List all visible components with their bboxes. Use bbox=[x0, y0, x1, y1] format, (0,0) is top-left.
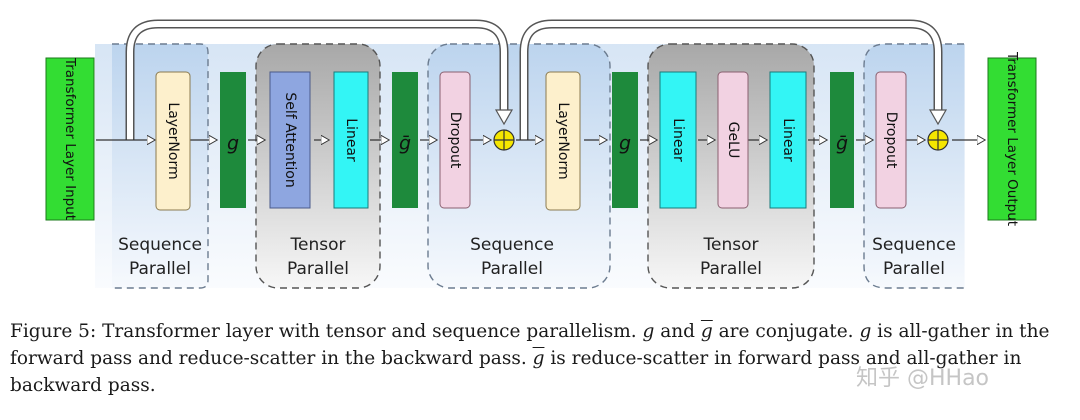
block-label: Linear bbox=[343, 118, 359, 162]
linear-block-2: Linear bbox=[659, 71, 697, 209]
region-label: Tensor bbox=[290, 235, 346, 255]
gbar-reduce-scatter-1: ḡ bbox=[392, 72, 418, 208]
region-label: Sequence bbox=[118, 235, 202, 255]
input-label: Transformer Layer Input bbox=[62, 57, 78, 220]
dropout-block-1: Dropout bbox=[439, 71, 471, 209]
block-label: Dropout bbox=[883, 112, 899, 169]
layernorm-block-2: LayerNorm bbox=[545, 71, 581, 211]
region-label: Sequence bbox=[872, 235, 956, 255]
caption-text: is all-gather in the forward pass and re… bbox=[10, 321, 1050, 369]
region-label: Parallel bbox=[129, 259, 191, 279]
region-label: Tensor bbox=[703, 235, 759, 255]
gbar-symbol: ḡ bbox=[399, 133, 411, 155]
block-label: Linear bbox=[670, 118, 686, 162]
layernorm-block-1: LayerNorm bbox=[155, 71, 191, 211]
block-label: LayerNorm bbox=[555, 102, 571, 179]
g-symbol: g bbox=[227, 133, 239, 155]
architecture-diagram: Sequence Parallel Tensor Parallel Sequen… bbox=[45, 19, 1037, 289]
region-label: Parallel bbox=[700, 259, 762, 279]
caption-gbar: g bbox=[700, 321, 713, 342]
caption-gbar: g bbox=[532, 348, 545, 369]
gbar-symbol: ḡ bbox=[836, 133, 848, 155]
residual-connection-2 bbox=[519, 19, 948, 140]
caption-text: and bbox=[654, 321, 701, 342]
caption-text: Figure 5: Transformer layer with tensor … bbox=[10, 321, 643, 342]
caption-g: g bbox=[859, 321, 872, 342]
caption-text: is reduce-scatter in forward pass and al… bbox=[10, 348, 1022, 396]
transformer-layer-output: Transformer Layer Output bbox=[987, 51, 1037, 226]
caption-text: are conjugate. bbox=[712, 321, 860, 342]
gelu-block: GeLU bbox=[717, 71, 749, 209]
transformer-layer-input: Transformer Layer Input bbox=[45, 57, 95, 221]
dropout-block-2: Dropout bbox=[875, 71, 907, 209]
watermark: 知乎 @HHao bbox=[856, 366, 990, 391]
block-label: LayerNorm bbox=[165, 102, 181, 179]
g-all-gather-2: g bbox=[612, 72, 638, 208]
region-label: Parallel bbox=[883, 259, 945, 279]
region-label: Parallel bbox=[481, 259, 543, 279]
block-label: GeLU bbox=[725, 122, 741, 159]
linear-block-1: Linear bbox=[333, 71, 369, 209]
linear-block-3: Linear bbox=[769, 71, 807, 209]
g-all-gather-1: g bbox=[220, 72, 246, 208]
region-label: Sequence bbox=[470, 235, 554, 255]
output-label: Transformer Layer Output bbox=[1004, 51, 1020, 226]
caption-g: g bbox=[642, 321, 655, 342]
gbar-reduce-scatter-2: ḡ bbox=[830, 72, 854, 208]
residual-add-1 bbox=[493, 129, 515, 151]
region-label: Parallel bbox=[287, 259, 349, 279]
figure-caption: Figure 5: Transformer layer with tensor … bbox=[10, 318, 1072, 399]
block-label: Linear bbox=[780, 118, 796, 162]
block-label: Self Attention bbox=[282, 92, 298, 187]
g-symbol: g bbox=[619, 133, 631, 155]
residual-connection-1 bbox=[125, 19, 514, 140]
block-label: Dropout bbox=[447, 112, 463, 169]
residual-add-2 bbox=[927, 129, 949, 151]
self-attention-block: Self Attention bbox=[269, 71, 311, 209]
